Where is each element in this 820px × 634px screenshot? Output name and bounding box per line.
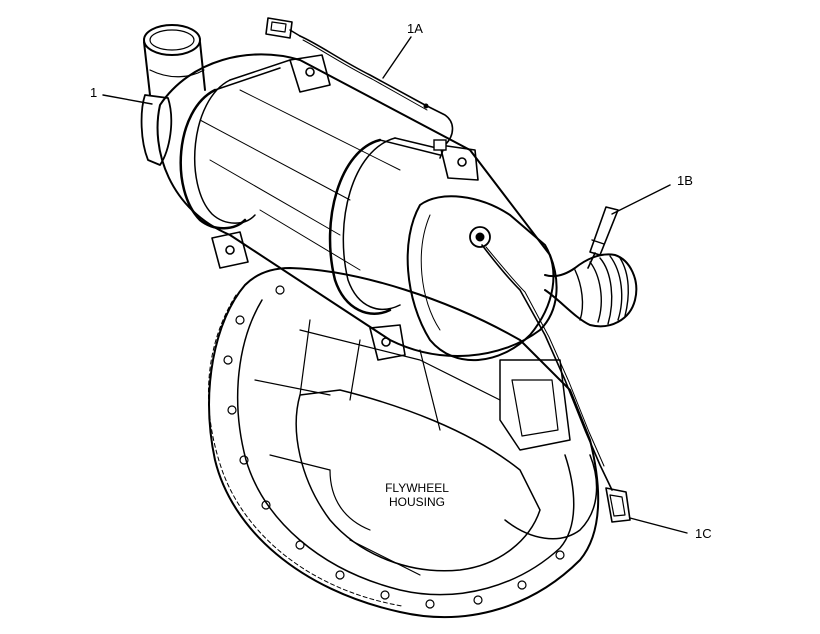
sensor-1a-harness [265,17,454,159]
callout-1a: 1A [407,21,423,36]
callout-1c: 1C [695,526,712,541]
sensor-1b [587,206,619,269]
housing-label-line1: FLYWHEEL [385,481,449,495]
flywheel-housing [208,267,600,619]
flywheel-housing-label: FLYWHEEL HOUSING [367,481,467,509]
housing-label-line2: HOUSING [388,495,445,509]
leader-lines [102,36,688,534]
callout-1: 1 [90,85,98,100]
callout-1b: 1B [677,173,693,188]
sensor-1c-harness [481,244,631,523]
aftertreatment-canister [140,24,638,361]
